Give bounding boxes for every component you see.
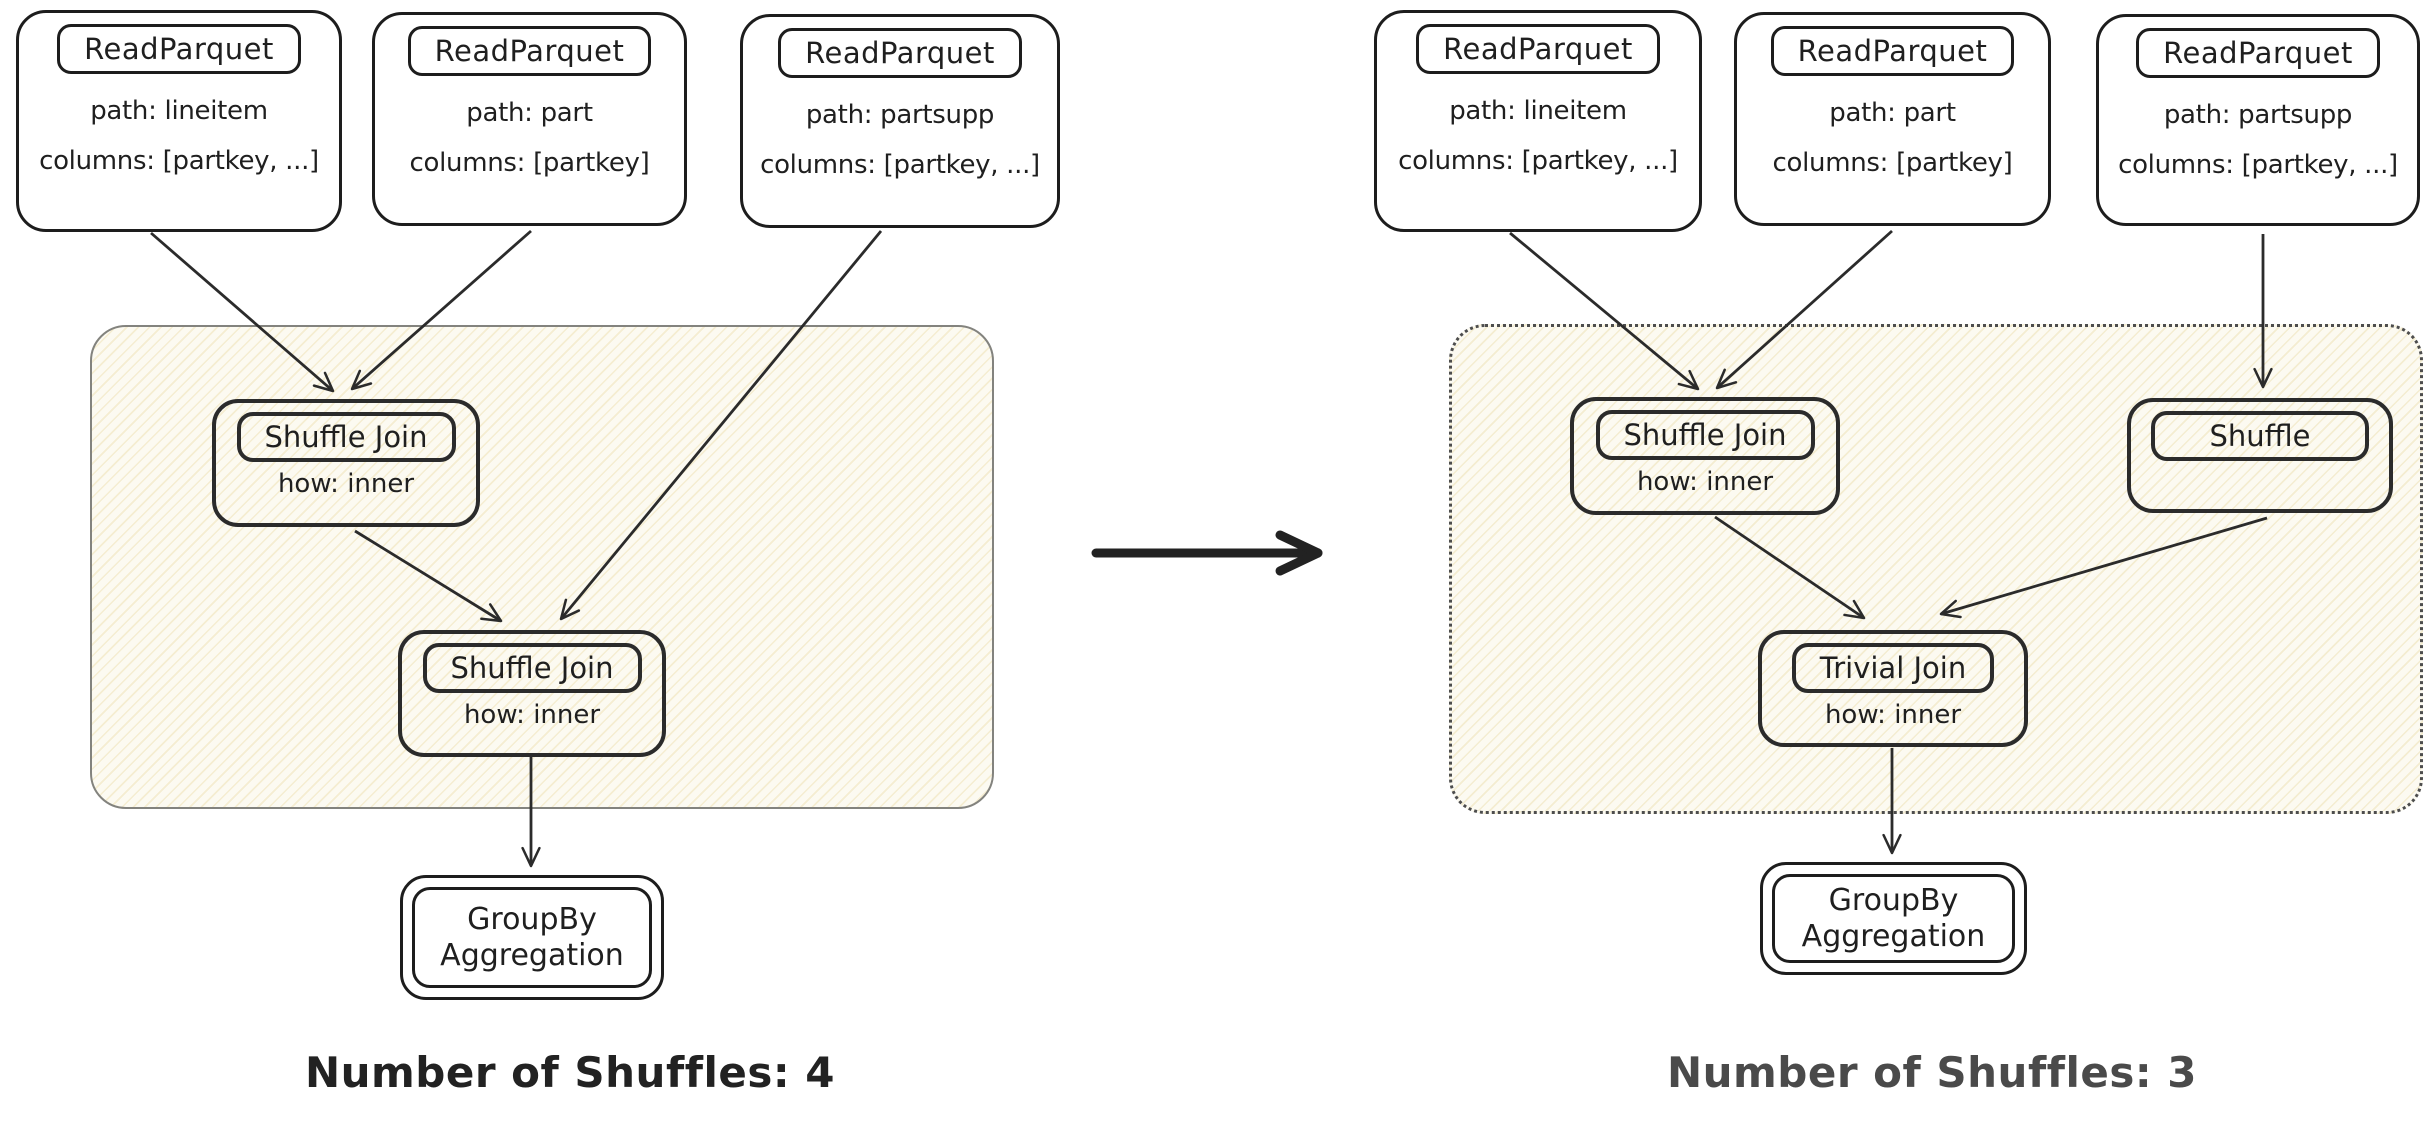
groupby-label: GroupBy Aggregation [412,887,652,988]
groupby-label: GroupBy Aggregation [1772,874,2015,963]
node-columns: columns: [partkey, ...] [1398,146,1678,176]
node-columns: columns: [partkey, ...] [2118,150,2398,180]
node-title: ReadParquet [2136,28,2380,78]
node-path: path: lineitem [90,96,268,126]
node-title: ReadParquet [407,26,652,76]
node-path: path: partsupp [2163,100,2353,130]
node-title: ReadParquet [1770,26,2015,76]
node-path: path: part [1829,98,1956,128]
left-source-lineitem: ReadParquet path: lineitem columns: [par… [16,10,342,232]
right-source-lineitem: ReadParquet path: lineitem columns: [par… [1374,10,1702,232]
node-title: Trivial Join [1791,643,1995,693]
left-caption: Number of Shuffles: 4 [304,1048,836,1097]
node-title: ReadParquet [1416,24,1660,74]
sink-line2: Aggregation [1801,918,1986,954]
right-caption: Number of Shuffles: 3 [1666,1048,2198,1097]
node-path: path: partsupp [805,100,995,130]
node-title: Shuffle Join [422,643,642,693]
node-path: path: lineitem [1449,96,1627,126]
right-trivial-join: Trivial Join how: inner [1758,630,2028,747]
node-title: Shuffle Join [236,412,456,462]
right-shuffle-node: Shuffle [2127,398,2393,513]
node-title: ReadParquet [778,28,1022,78]
node-detail: how: inner [277,469,415,499]
right-source-part: ReadParquet path: part columns: [partkey… [1734,12,2051,226]
node-title: Shuffle [2151,411,2369,461]
left-source-part: ReadParquet path: part columns: [partkey… [372,12,687,226]
sink-line1: GroupBy [1828,882,1959,918]
sink-line2: Aggregation [440,937,624,973]
node-detail: how: inner [463,700,601,730]
node-detail: how: inner [1824,700,1962,730]
node-title: Shuffle Join [1595,410,1815,460]
node-title: ReadParquet [57,24,301,74]
right-shuffle-join: Shuffle Join how: inner [1570,397,1840,515]
node-detail: how: inner [1636,467,1774,497]
left-shuffle-join-2: Shuffle Join how: inner [398,630,666,757]
node-columns: columns: [partkey, ...] [760,150,1040,180]
left-source-partsupp: ReadParquet path: partsupp columns: [par… [740,14,1060,228]
node-columns: columns: [partkey] [409,148,650,178]
right-groupby-node: GroupBy Aggregation [1760,862,2027,975]
node-columns: columns: [partkey] [1772,148,2013,178]
left-shuffle-join-1: Shuffle Join how: inner [212,399,480,527]
node-path: path: part [466,98,593,128]
left-groupby-node: GroupBy Aggregation [400,875,664,1000]
node-columns: columns: [partkey, ...] [39,146,319,176]
sink-line1: GroupBy [467,901,597,937]
right-source-partsupp: ReadParquet path: partsupp columns: [par… [2096,14,2420,226]
